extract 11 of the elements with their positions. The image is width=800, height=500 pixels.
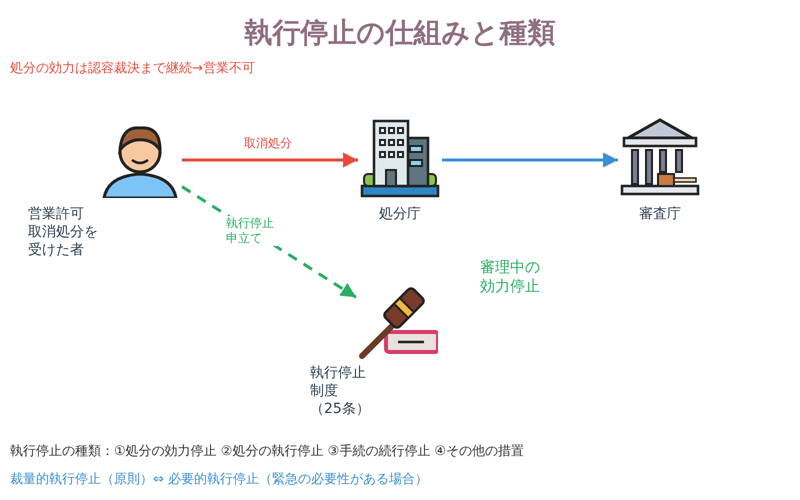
node-label: 執行停止制度（25条） bbox=[310, 364, 371, 418]
note-text: 審理中の効力停止 bbox=[480, 258, 541, 296]
node-label: 審査庁 bbox=[638, 205, 682, 223]
note-text: 執行停止の種類：①処分の効力停止 ②処分の執行停止 ③手続の続行停止 ④その他の措置 bbox=[10, 443, 526, 460]
node-label: 処分庁 bbox=[378, 205, 422, 223]
title: 執行停止の仕組みと種類 bbox=[244, 15, 556, 51]
arrow bbox=[182, 152, 358, 168]
note-text: 処分の効力は認容裁決まで継続→営業不可 bbox=[10, 60, 256, 77]
arrow bbox=[442, 152, 618, 168]
note-text: 裁量的執行停止（原則）⇔ 必要的執行停止（緊急の必要性がある場合） bbox=[10, 471, 430, 488]
node-label: 営業許可取消処分を受けた者 bbox=[28, 205, 99, 259]
